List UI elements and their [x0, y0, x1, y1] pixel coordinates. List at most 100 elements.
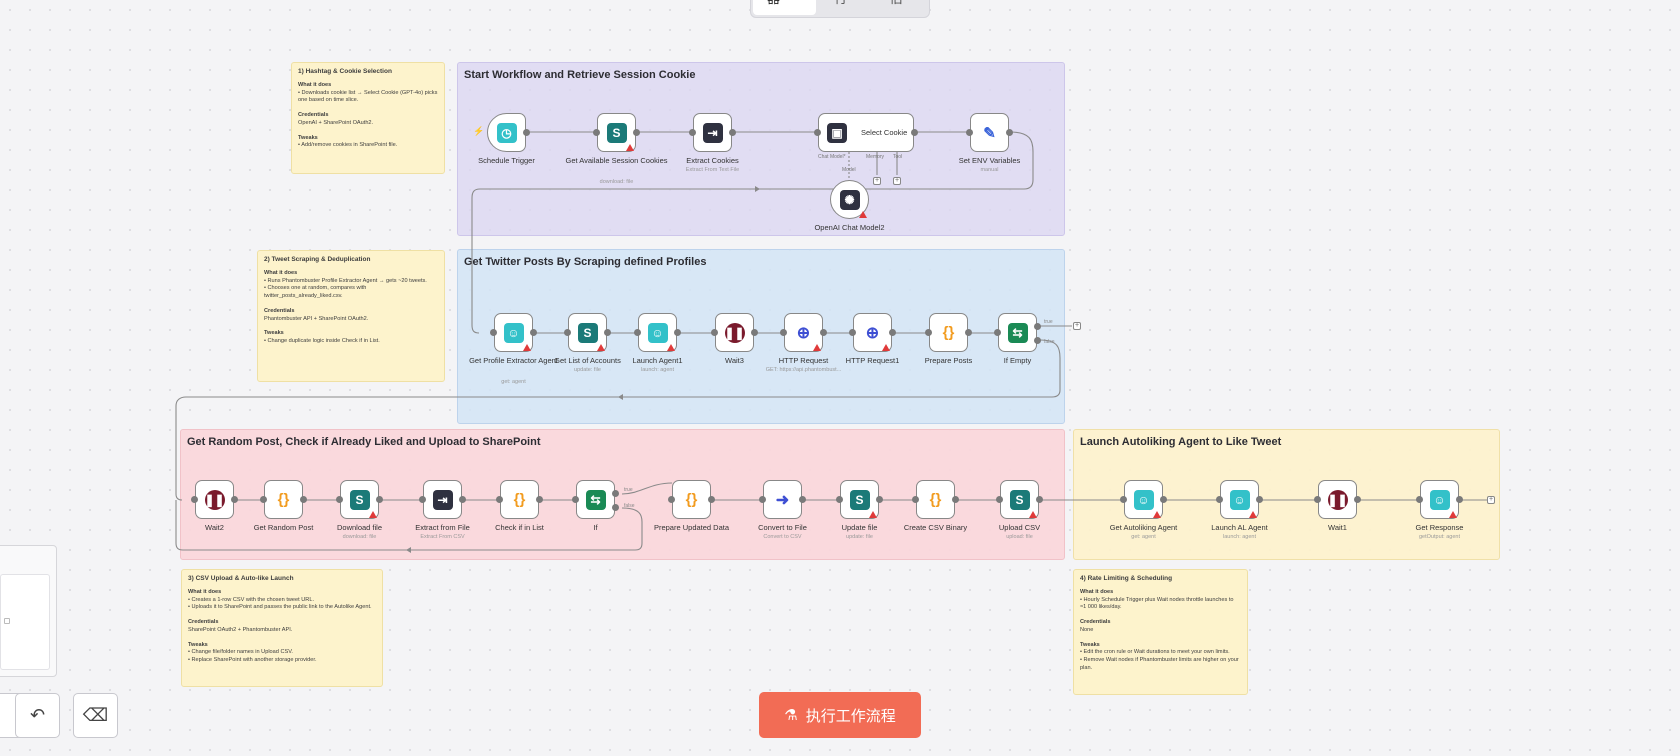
node-wait2[interactable]: ❚❚Wait2 [191, 480, 238, 532]
node-box[interactable]: ☺ [1120, 480, 1167, 519]
tab-executions[interactable]: 执行 [820, 0, 871, 15]
output-port[interactable] [876, 496, 883, 503]
node-box[interactable]: ⇥ [689, 113, 736, 152]
output-port[interactable] [1034, 337, 1041, 344]
node-box[interactable]: S [593, 113, 640, 152]
input-port[interactable] [564, 329, 571, 336]
input-port[interactable] [419, 496, 426, 503]
input-port[interactable] [689, 129, 696, 136]
output-port[interactable] [820, 329, 827, 336]
node-box[interactable]: ◷ [487, 113, 530, 152]
node-box[interactable]: ⇥ [419, 480, 466, 519]
input-port[interactable] [336, 496, 343, 503]
node-box[interactable]: ☺ [634, 313, 681, 352]
node-checklist[interactable]: {}Check if in List [495, 480, 544, 532]
output-port[interactable] [965, 329, 972, 336]
output-port[interactable] [1456, 496, 1463, 503]
output-port[interactable] [376, 496, 383, 503]
output-port[interactable] [952, 496, 959, 503]
node-http1[interactable]: ⊕HTTP Request1 [846, 313, 899, 365]
output-port[interactable] [1256, 496, 1263, 503]
node-box[interactable]: ☺ [1216, 480, 1263, 519]
input-port[interactable] [634, 329, 641, 336]
node-schedule[interactable]: ◷Schedule Trigger [478, 113, 535, 165]
tab-editor[interactable]: 编辑器 [753, 0, 817, 15]
node-box[interactable]: {} [496, 480, 543, 519]
output-port[interactable] [604, 329, 611, 336]
node-box[interactable]: ❚❚ [191, 480, 238, 519]
output-port[interactable] [1036, 496, 1043, 503]
node-if[interactable]: ⇆If [572, 480, 619, 532]
input-port[interactable] [1120, 496, 1127, 503]
input-port[interactable] [496, 496, 503, 503]
node-box[interactable]: ⇆ [994, 313, 1041, 352]
node-wait3[interactable]: ❚❚Wait3 [711, 313, 758, 365]
input-port[interactable] [912, 496, 919, 503]
output-port[interactable] [889, 329, 896, 336]
output-port[interactable] [674, 329, 681, 336]
tidy-up-button[interactable]: ⌫ [73, 693, 118, 738]
output-port[interactable] [708, 496, 715, 503]
node-wait1[interactable]: ❚❚Wait1 [1314, 480, 1361, 532]
input-port[interactable] [572, 496, 579, 503]
output-port[interactable] [530, 329, 537, 336]
input-port[interactable] [994, 329, 1001, 336]
input-port[interactable] [996, 496, 1003, 503]
input-port[interactable] [780, 329, 787, 336]
node-box[interactable]: S [996, 480, 1043, 519]
input-port[interactable] [191, 496, 198, 503]
input-port[interactable] [1416, 496, 1423, 503]
node-box[interactable]: S [336, 480, 383, 519]
output-port[interactable] [523, 129, 530, 136]
node-box[interactable]: S [564, 313, 611, 352]
input-port[interactable] [260, 496, 267, 503]
output-port[interactable] [729, 129, 736, 136]
add-tool-button[interactable]: + [893, 177, 901, 185]
node-box[interactable]: ⇆ [572, 480, 619, 519]
node-box[interactable]: ⊕ [849, 313, 896, 352]
output-port[interactable] [612, 504, 619, 511]
output-port[interactable] [1160, 496, 1167, 503]
node-openai[interactable]: ✺OpenAI Chat Model2 [814, 180, 885, 232]
output-port[interactable] [799, 496, 806, 503]
node-box[interactable]: {} [668, 480, 715, 519]
node-box[interactable]: ➜ [759, 480, 806, 519]
input-port[interactable] [1314, 496, 1321, 503]
output-port[interactable] [612, 490, 619, 497]
output-port[interactable] [231, 496, 238, 503]
input-port[interactable] [966, 129, 973, 136]
output-port[interactable] [1354, 496, 1361, 503]
output-port[interactable] [751, 329, 758, 336]
node-box[interactable]: ☺ [490, 313, 537, 352]
node-csvbinary[interactable]: {}Create CSV Binary [904, 480, 967, 532]
output-port[interactable] [633, 129, 640, 136]
execute-workflow-button[interactable]: ⚗ 执行工作流程 [759, 692, 921, 738]
input-port[interactable] [759, 496, 766, 503]
node-box[interactable]: ⊕ [780, 313, 827, 352]
output-port[interactable] [1034, 323, 1041, 330]
input-port[interactable] [668, 496, 675, 503]
input-port[interactable] [593, 129, 600, 136]
node-selectcookie[interactable]: ▣Select Cookie [814, 113, 918, 152]
output-port[interactable] [536, 496, 543, 503]
input-port[interactable] [1216, 496, 1223, 503]
input-port[interactable] [836, 496, 843, 503]
add-node-button[interactable]: + [1487, 496, 1495, 504]
output-port[interactable] [459, 496, 466, 503]
